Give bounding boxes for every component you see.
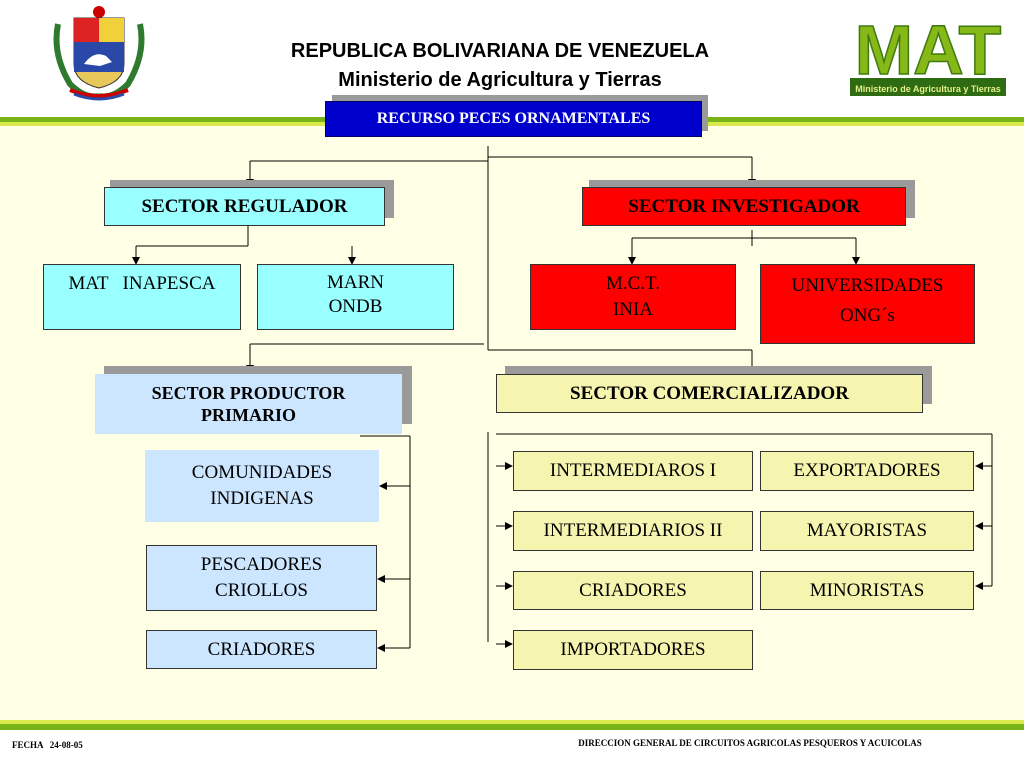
sector-regulador-label: SECTOR REGULADOR <box>141 195 348 217</box>
productor-child-pescadores: PESCADORES CRIOLLOS <box>146 545 377 611</box>
comercializador-item-label: EXPORTADORES <box>793 460 941 481</box>
productor-child-line1: COMUNIDADES <box>191 462 333 483</box>
productor-child-line1: PESCADORES <box>200 554 323 575</box>
footer-date: FECHA 24-08-05 <box>12 740 83 750</box>
productor-child-line2: INDIGENAS <box>210 488 314 509</box>
sector-investigador-box: SECTOR INVESTIGADOR <box>582 187 906 226</box>
comercializador-item-criadores: CRIADORES <box>513 571 753 610</box>
productor-child-line1: CRIADORES <box>207 638 316 660</box>
header-title-ministry: Ministerio de Agricultura y Tierras <box>338 69 662 91</box>
comercializador-item-label: CRIADORES <box>579 579 687 601</box>
sector-comercializador-box: SECTOR COMERCIALIZADOR <box>496 374 923 413</box>
comercializador-item-label: MAYORISTAS <box>806 520 928 541</box>
svg-text:Ministerio de Agricultura y Ti: Ministerio de Agricultura y Tierras <box>855 84 1001 94</box>
comercializador-item-mayoristas: MAYORISTAS <box>760 511 974 551</box>
investigador-child-universidades: UNIVERSIDADES ONG´s <box>760 264 975 344</box>
sector-productor-line1: SECTOR PRODUCTOR <box>151 383 346 403</box>
root-label: RECURSO PECES ORNAMENTALES <box>376 110 651 127</box>
comercializador-item-intermediarios-2: INTERMEDIARIOS II <box>513 511 753 551</box>
regulador-child-line1: MAT INAPESCA <box>68 273 216 294</box>
productor-child-criadores: CRIADORES <box>146 630 377 669</box>
header-title-country: REPUBLICA BOLIVARIANA DE VENEZUELA <box>290 40 710 62</box>
mat-logo: Ministerio de Agricultura y Tierras MAT <box>850 8 1006 96</box>
coat-of-arms-emblem <box>50 4 148 102</box>
comercializador-item-label: INTERMEDIARIOS II <box>543 520 723 541</box>
svg-text:MAT: MAT <box>855 11 1001 89</box>
regulador-child-mat-inapesca: MAT INAPESCA <box>43 264 241 330</box>
comercializador-item-exportadores: EXPORTADORES <box>760 451 974 491</box>
regulador-child-marn-ondb: MARN ONDB <box>257 264 454 330</box>
footer-green-bar <box>0 724 1024 730</box>
regulador-child-line1: MARN <box>326 272 384 293</box>
sector-investigador-label: SECTOR INVESTIGADOR <box>628 195 860 217</box>
comercializador-item-minoristas: MINORISTAS <box>760 571 974 610</box>
productor-child-comunidades: COMUNIDADES INDIGENAS <box>145 450 379 522</box>
comercializador-item-intermediarios-1: INTERMEDIAROS I <box>513 451 753 491</box>
root-box: RECURSO PECES ORNAMENTALES <box>325 101 702 137</box>
sector-productor-box: SECTOR PRODUCTOR PRIMARIO <box>95 374 402 434</box>
investigador-child-line1: M.C.T. <box>605 273 660 294</box>
footer-yellow-bar <box>0 720 1024 724</box>
sector-regulador-box: SECTOR REGULADOR <box>104 187 385 226</box>
sector-productor-line2: PRIMARIO <box>201 405 296 425</box>
productor-child-line2: CRIOLLOS <box>215 580 308 601</box>
comercializador-item-label: IMPORTADORES <box>560 639 706 660</box>
comercializador-item-importadores: IMPORTADORES <box>513 630 753 670</box>
footer-direccion: DIRECCION GENERAL DE CIRCUITOS AGRICOLAS… <box>578 738 922 748</box>
investigador-child-mct-inia: M.C.T. INIA <box>530 264 736 330</box>
sector-comercializador-label: SECTOR COMERCIALIZADOR <box>570 382 849 404</box>
investigador-child-line2: INIA <box>612 299 654 320</box>
comercializador-item-label: INTERMEDIAROS I <box>549 460 717 481</box>
regulador-child-line2: ONDB <box>328 296 383 317</box>
investigador-child-line2: ONG´s <box>840 305 895 326</box>
investigador-child-line1: UNIVERSIDADES <box>791 275 944 296</box>
comercializador-item-label: MINORISTAS <box>809 579 925 601</box>
